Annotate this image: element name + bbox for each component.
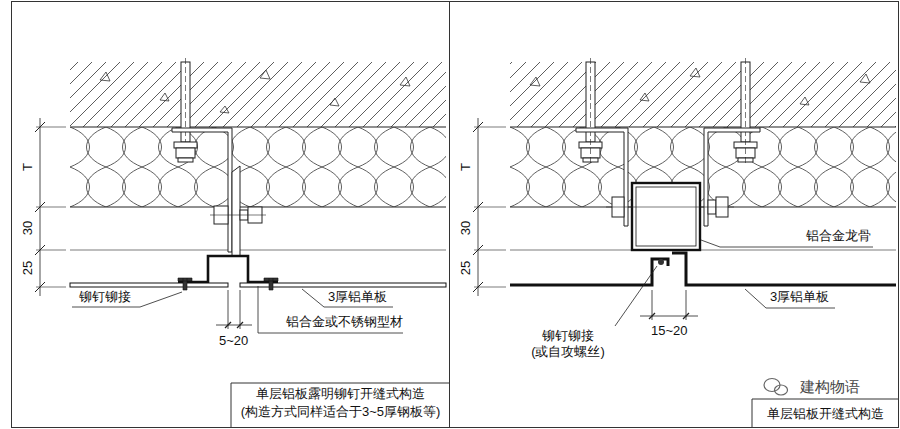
dimension-label: 5~20 [218, 333, 249, 349]
dimension-label: T [458, 162, 474, 172]
dimension-label: 30 [20, 220, 36, 236]
dimension-label: 25 [20, 260, 36, 276]
watermark: 建构物语 [799, 378, 861, 396]
right-detail [473, 58, 898, 428]
drawing-panel: 单层铝板露明铆钉开缝式构造 (构造方式同样适合于3~5厚钢板等) [11, 1, 450, 428]
drawing-panel: 单层铝板开缝式构造 [449, 1, 899, 428]
dimension-label: 30 [458, 220, 474, 236]
part-label: 3厚铝单板 [769, 289, 830, 305]
dimension-label: T [20, 162, 36, 172]
part-label: 铆钉铆接 [78, 289, 132, 305]
dimension-label: 25 [458, 260, 474, 276]
drawing-caption: 单层铝板露明铆钉开缝式构造 (构造方式同样适合于3~5厚钢板等) [233, 385, 448, 421]
drawing-caption: 单层铝板开缝式构造 [755, 405, 895, 423]
part-label: 3厚铝单板 [327, 289, 388, 305]
part-label: 铆钉铆接 (或自攻螺丝) [521, 328, 615, 360]
dimension-label: 15~20 [650, 323, 689, 339]
part-label: 铝合金或不锈钢型材 [285, 314, 404, 330]
left-detail [35, 58, 449, 428]
part-label: 铝合金龙骨 [805, 228, 872, 244]
